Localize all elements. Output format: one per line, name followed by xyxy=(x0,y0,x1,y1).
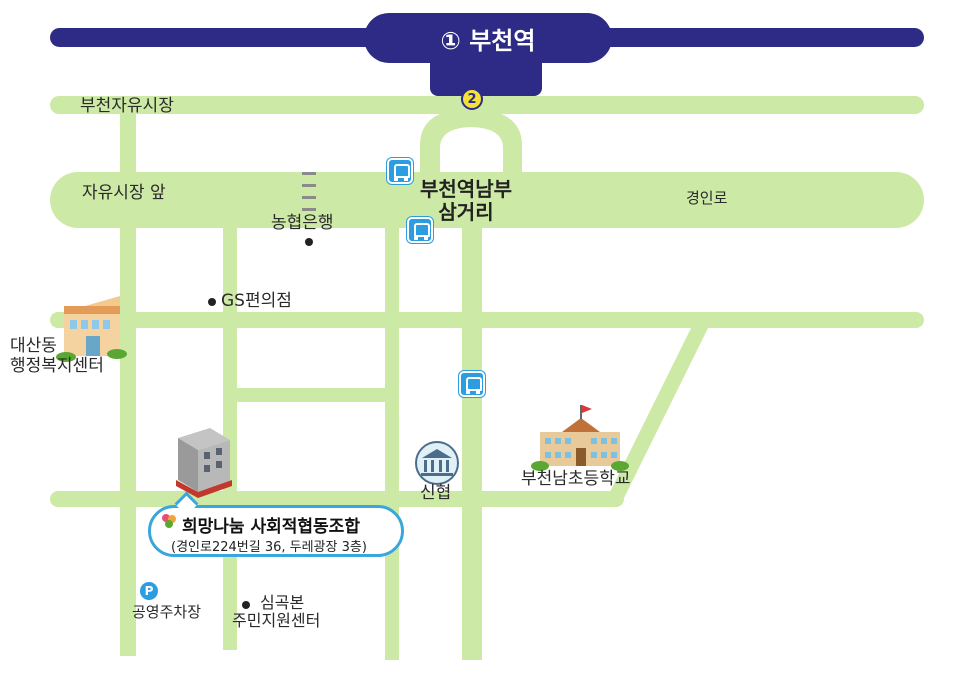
label-gyeongin-ro: 경인로 xyxy=(686,189,728,207)
destination-address: (경인로224번길 36, 두레광장 3층) xyxy=(171,540,367,555)
label-parking: 공영주차장 xyxy=(132,603,202,621)
label-nh-bank: 농협은행 xyxy=(271,213,334,233)
label-community-center: 대산동 행정복지센터 xyxy=(10,336,104,376)
label-elementary-school: 부천남초등학교 xyxy=(521,469,631,489)
nh-bank-dot xyxy=(305,238,313,246)
bus-stop-icon xyxy=(387,158,413,184)
station-badge: ① 부천역 xyxy=(364,13,612,63)
label-free-market-front: 자유시장 앞 xyxy=(82,183,166,203)
parking-icon: P xyxy=(140,582,158,600)
rail-ticks-icon xyxy=(302,172,316,211)
exit-number: 2 xyxy=(467,91,477,107)
bus-stop-icon xyxy=(407,217,433,243)
station-name: ① 부천역 xyxy=(440,26,536,55)
road-main-vertical xyxy=(462,200,482,660)
coop-logo-icon xyxy=(162,514,176,528)
roads xyxy=(50,96,924,660)
road-middle xyxy=(50,312,924,328)
road-diagonal xyxy=(606,320,712,500)
community-center-icon xyxy=(56,296,127,362)
label-gs-store: GS편의점 xyxy=(221,291,292,311)
bus-stop-icon xyxy=(459,371,485,397)
bank-icon xyxy=(415,441,459,485)
label-south-junction: 부천역남부 삼거리 xyxy=(420,177,512,224)
parking-icon-letter: P xyxy=(144,584,154,598)
road-bank-vertical xyxy=(385,200,399,660)
label-free-market: 부천자유시장 xyxy=(80,96,174,116)
road-left-vertical xyxy=(120,96,136,656)
road-station-loop xyxy=(420,108,522,190)
simgokbon-dot xyxy=(242,601,250,609)
destination-name: 희망나눔 사회적협동조합 xyxy=(182,517,360,537)
destination-callout xyxy=(148,505,404,557)
building-icon xyxy=(176,428,232,498)
gs-store-dot xyxy=(208,298,216,306)
school-icon xyxy=(531,405,629,471)
label-credit-union: 신협 xyxy=(420,483,452,503)
road-inner-vertical xyxy=(223,200,237,500)
road-small-horizontal xyxy=(232,388,392,402)
exit-number-icon: 2 xyxy=(461,88,483,110)
label-simgokbon-center: 심곡본 주민지원센터 xyxy=(232,593,321,631)
road-free-market-front xyxy=(50,172,924,228)
road-free-market xyxy=(50,96,924,114)
